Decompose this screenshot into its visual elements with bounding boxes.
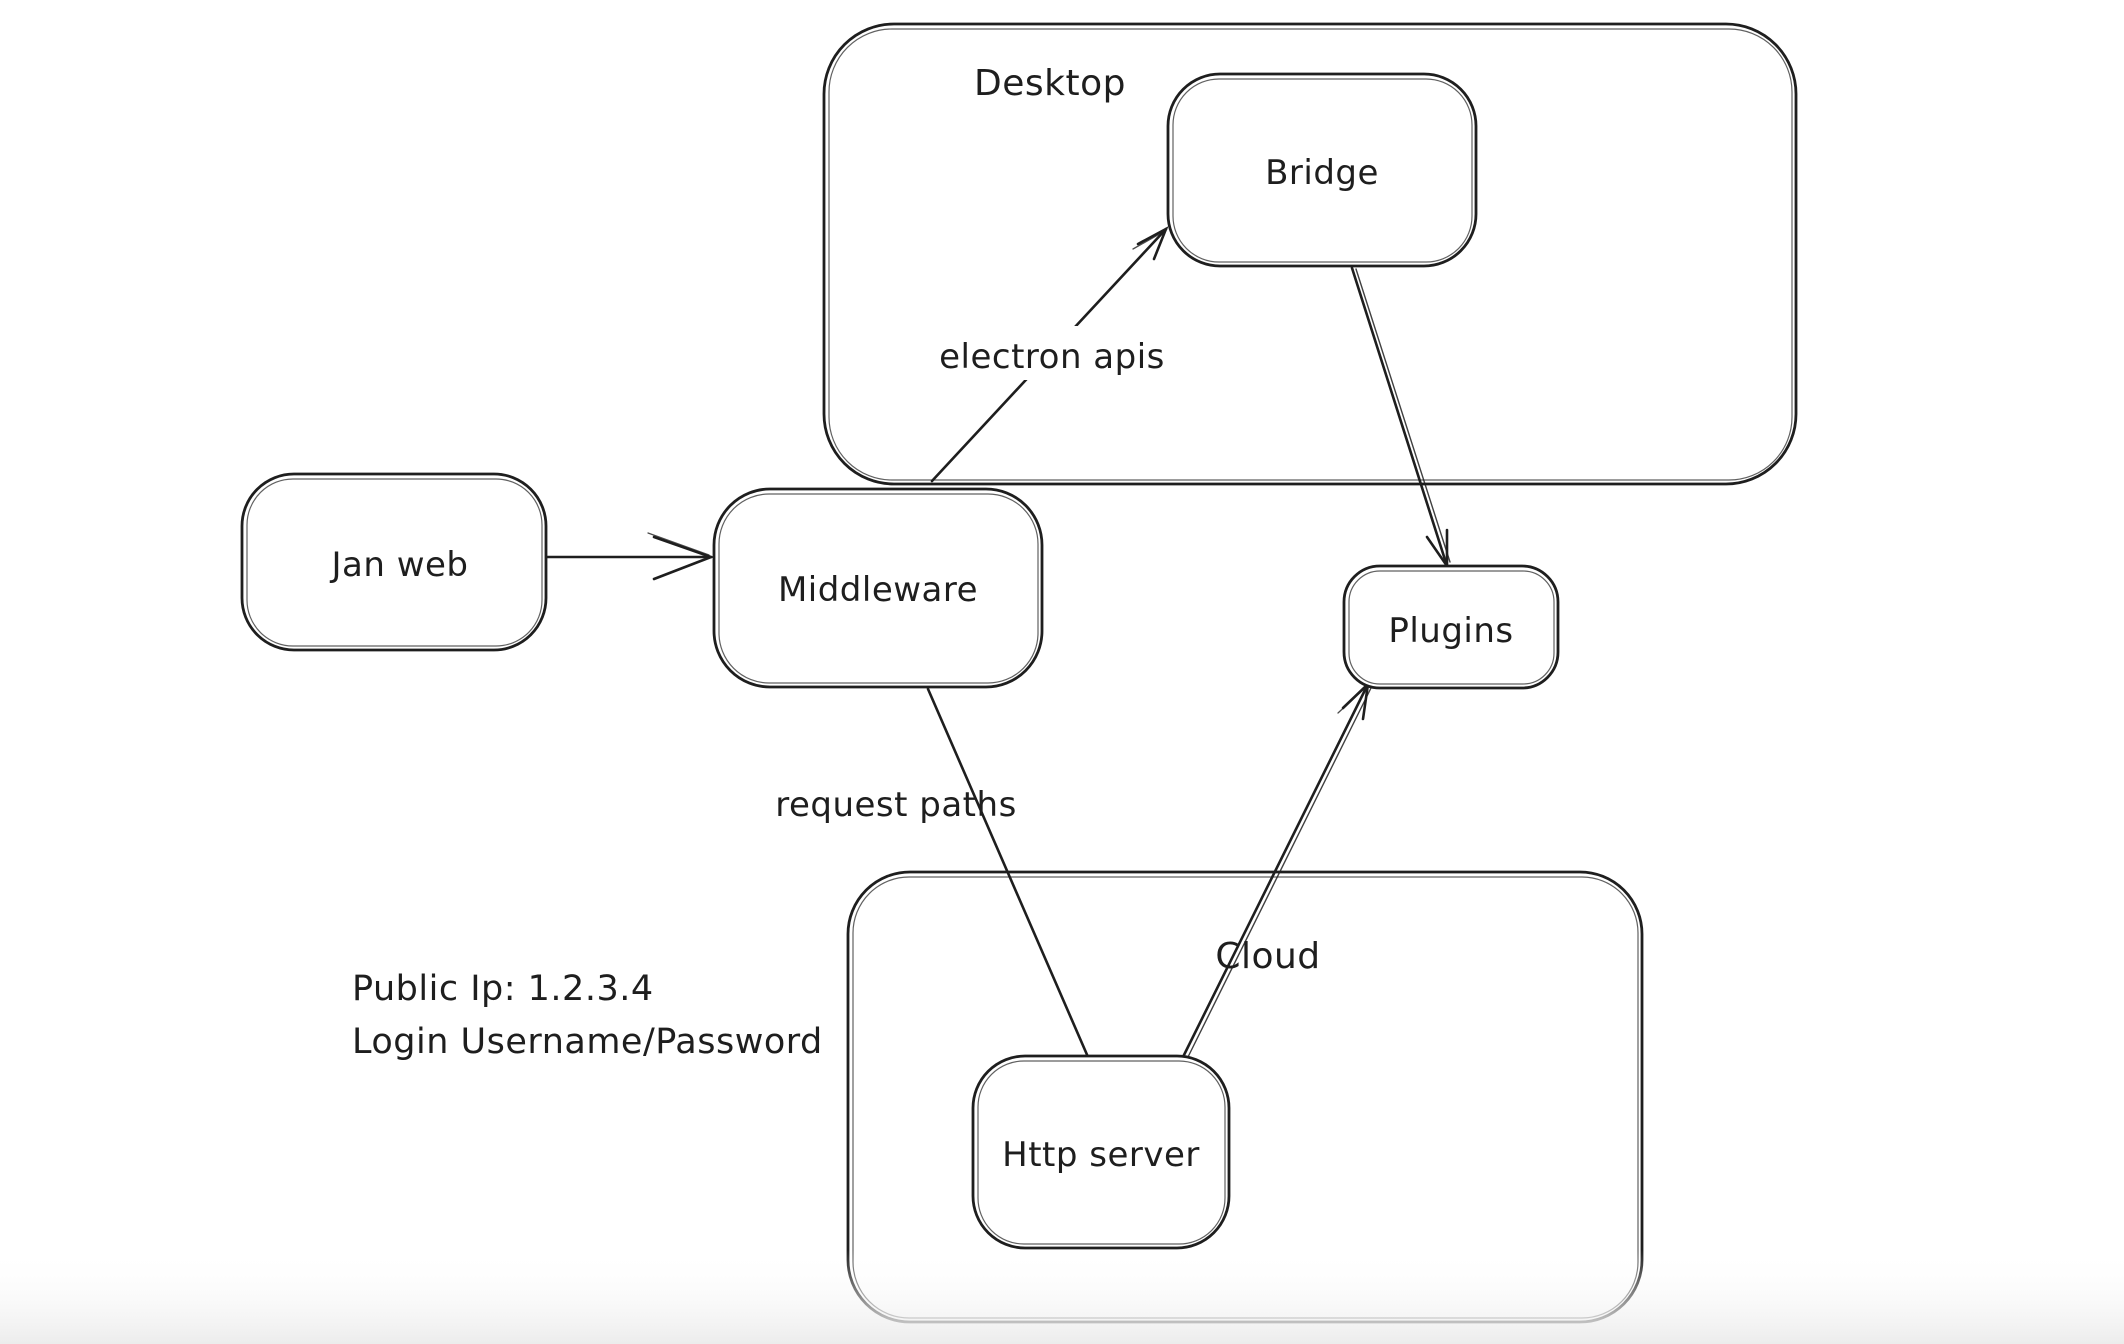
- node-plugins: Plugins: [1342, 564, 1560, 690]
- plugins-label[interactable]: Plugins: [1388, 611, 1513, 651]
- edge-middleware-to-bridge: electron apis: [918, 226, 1186, 483]
- sketch-echo-stroke: [977, 1060, 1226, 1245]
- annotation-text-group: Public Ip: 1.2.3.4 Login Username/Passwo…: [352, 969, 823, 1062]
- desktop-container-label[interactable]: Desktop: [974, 63, 1126, 104]
- edge-middleware-to-httpserver: request paths: [775, 687, 1090, 1059]
- sketch-echo-stroke: [246, 478, 543, 647]
- arrowhead-sketch-stroke: [1337, 687, 1366, 714]
- edge-line[interactable]: [926, 687, 1090, 1059]
- annotation-public-ip[interactable]: Public Ip: 1.2.3.4: [352, 969, 654, 1009]
- edge-line[interactable]: [1181, 682, 1370, 1059]
- arrowhead-sketch-stroke: [1132, 231, 1164, 250]
- sketch-echo-stroke: [1172, 78, 1473, 263]
- jan-web-label[interactable]: Jan web: [329, 545, 468, 585]
- edge-label-background: [918, 326, 1186, 380]
- middleware-label[interactable]: Middleware: [778, 570, 978, 610]
- node-bridge: Bridge: [1166, 72, 1478, 268]
- edge-sketch-stroke: [1186, 685, 1373, 1060]
- edge-label-electron-apis[interactable]: electron apis: [939, 337, 1165, 377]
- sketch-echo-stroke: [828, 28, 1793, 481]
- middleware-node[interactable]: [712, 487, 1044, 689]
- annotation-login[interactable]: Login Username/Password: [352, 1022, 823, 1062]
- arrowhead-sketch-stroke: [647, 532, 710, 556]
- arrowhead-icon: [1136, 226, 1169, 261]
- node-middleware: Middleware: [712, 487, 1044, 689]
- cloud-container-label[interactable]: Cloud: [1215, 936, 1320, 977]
- plugins-node[interactable]: [1342, 564, 1560, 690]
- sketch-echo-stroke: [718, 493, 1039, 684]
- sketch-echo-stroke: [1348, 570, 1555, 685]
- http-server-node[interactable]: [971, 1054, 1231, 1250]
- bridge-node[interactable]: [1166, 72, 1478, 268]
- edge-line[interactable]: [1350, 266, 1449, 568]
- edge-label-request-paths[interactable]: request paths: [775, 785, 1017, 825]
- edge-sketch-stroke: [1355, 268, 1451, 563]
- arrowhead-icon: [652, 535, 715, 581]
- edge-janweb-to-middleware: [545, 532, 715, 581]
- node-jan-web: Jan web: [240, 472, 548, 652]
- node-http-server: Http server: [971, 1054, 1231, 1250]
- jan-web-node[interactable]: [240, 472, 548, 652]
- http-server-label[interactable]: Http server: [1002, 1135, 1200, 1175]
- bridge-label[interactable]: Bridge: [1265, 153, 1379, 193]
- bottom-fade: [0, 1250, 2124, 1344]
